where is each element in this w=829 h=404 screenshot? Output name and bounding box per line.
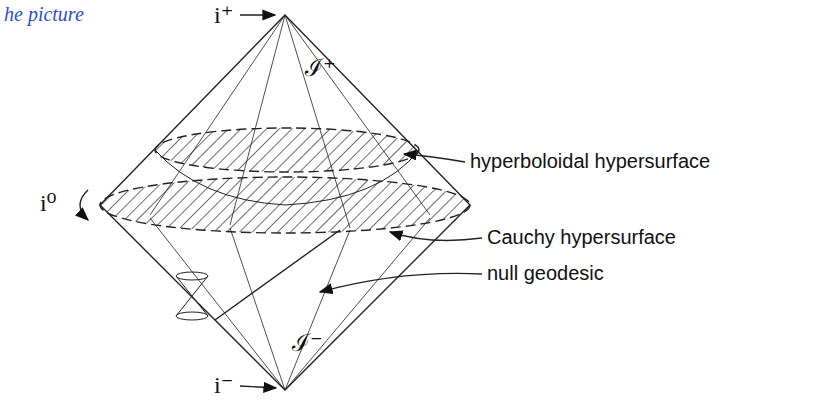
scri-label: ℐ⁻: [292, 330, 323, 356]
surface-label: hyperboloidal hypersurface: [470, 150, 710, 172]
handwritten-note: he picture: [4, 3, 84, 25]
infinity-label: i⁺: [214, 2, 233, 28]
surface-label: Cauchy hypersurface: [487, 226, 676, 248]
infinity-label: i⁻: [214, 372, 233, 398]
infinity-label: i⁰: [40, 190, 56, 216]
geodesic-label: null geodesic: [487, 262, 604, 284]
scri-label: ℐ⁺: [305, 55, 336, 81]
